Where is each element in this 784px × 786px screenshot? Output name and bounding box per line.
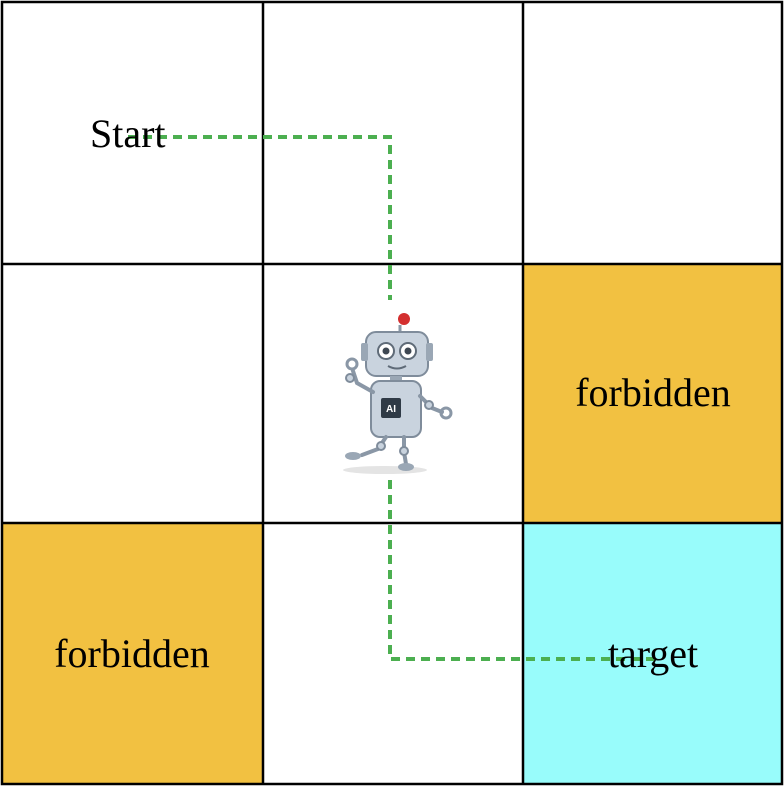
- ai-chip-label: AI: [386, 404, 396, 415]
- agent-path: [128, 135, 660, 661]
- path-segment-upper: [128, 135, 392, 300]
- forbidden-label-right: forbidden: [575, 370, 731, 415]
- target-label: target: [608, 631, 698, 676]
- robot-icon: AI: [343, 313, 453, 474]
- forbidden-label-left: forbidden: [54, 631, 210, 676]
- cell-forbidden-right: [523, 264, 783, 523]
- ai-chip-icon: [381, 398, 401, 418]
- cell-target: [523, 523, 783, 784]
- cell-forbidden-left: [2, 523, 263, 784]
- start-label: Start: [90, 111, 166, 156]
- antenna-light-icon: [398, 313, 410, 325]
